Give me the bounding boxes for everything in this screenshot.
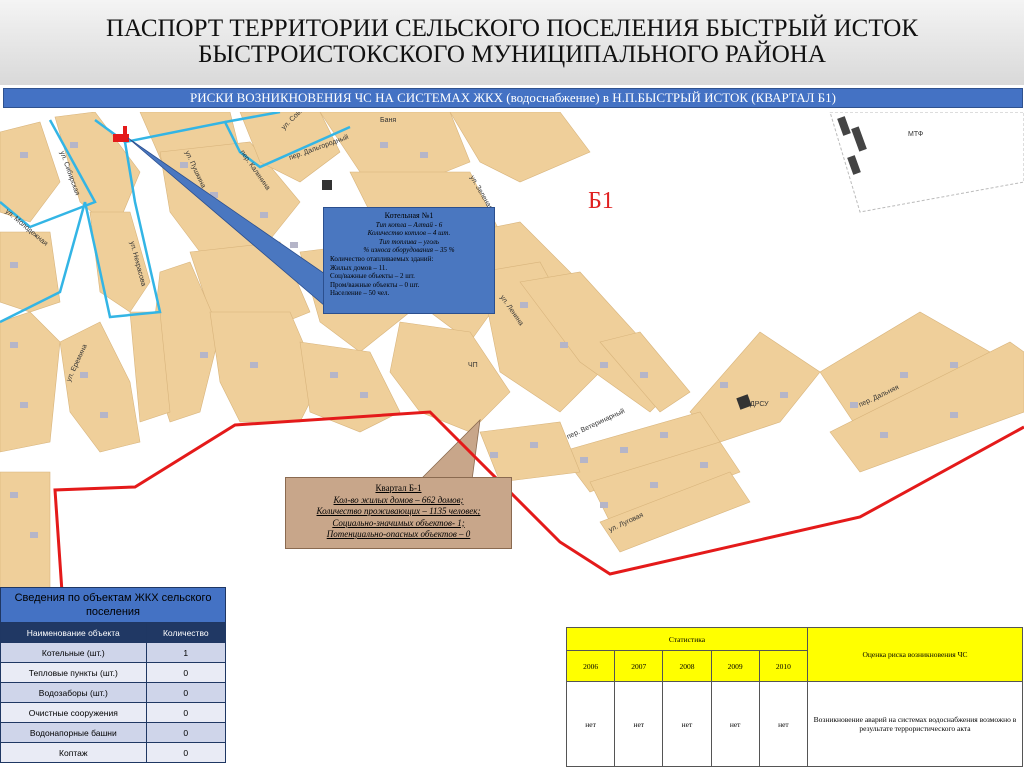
quarter-line: Потенциально-опасных объектов – 0 xyxy=(326,529,471,539)
statistics-header: Статистика xyxy=(566,627,808,651)
table-cell: 0 xyxy=(145,742,227,763)
table-row: Коптаж 0 xyxy=(0,742,227,763)
year-value: нет xyxy=(758,681,809,767)
boiler-line: Соц/важные объекты – 2 шт. xyxy=(330,272,415,281)
boiler-line: Количество котлов – 4 шт. xyxy=(367,229,451,238)
risk-header: Оценка риска возникновения ЧС xyxy=(807,627,1023,682)
boiler-line: Пром/важные объекты – 0 шт. xyxy=(330,280,420,289)
boiler-marker xyxy=(113,126,129,142)
table-row: Очистные сооружения 0 xyxy=(0,702,227,723)
boiler-line: Количество отапливаемых зданий: xyxy=(330,254,434,263)
subtitle: РИСКИ ВОЗНИКНОВЕНИЯ ЧС НА СИСТЕМАХ ЖКХ (… xyxy=(3,88,1023,108)
map-structure-marker xyxy=(322,180,332,190)
table-cell: Котельные (шт.) xyxy=(0,642,147,663)
drsu-structure-marker xyxy=(736,394,752,410)
mtf-structure xyxy=(829,112,1024,213)
header-bar: ПАСПОРТ ТЕРРИТОРИИ СЕЛЬСКОГО ПОСЕЛЕНИЯ Б… xyxy=(0,0,1024,85)
quarter-boundary-line xyxy=(53,410,1024,593)
quarter-info-callout: Квартал Б-1 Кол-во жилых домов – 662 дом… xyxy=(285,477,512,549)
year-header: 2006 xyxy=(565,650,616,682)
quarter-line: Социально-значимых объектов- 1; xyxy=(332,517,465,528)
risk-text: Возникновение аварий на системах водосна… xyxy=(807,681,1023,767)
table-row: Водонапорные башни 0 xyxy=(0,722,227,743)
table-cell: Водозаборы (шт.) xyxy=(0,682,147,703)
page-title: ПАСПОРТ ТЕРРИТОРИИ СЕЛЬСКОГО ПОСЕЛЕНИЯ Б… xyxy=(0,16,1024,68)
boiler-title: Котельная №1 xyxy=(384,211,434,220)
quarter-label: Б1 xyxy=(588,188,614,214)
table-cell: 0 xyxy=(145,722,227,743)
table-cell: 0 xyxy=(145,682,227,703)
table-cell: 0 xyxy=(145,702,227,723)
risk-assessment-table: Статистика Оценка риска возникновения ЧС… xyxy=(565,627,1023,767)
column-header: Наименование объекта xyxy=(0,622,147,643)
table-cell: Водонапорные башни xyxy=(0,722,147,743)
boiler-line: Тип котла – Алтай - 6 xyxy=(375,220,443,229)
map-label-drsu: ДРСУ xyxy=(750,401,769,408)
utilities-table-caption: Сведения по объектам ЖКХ сельского посел… xyxy=(0,587,226,623)
table-cell: 0 xyxy=(145,662,227,683)
year-header: 2008 xyxy=(662,650,712,682)
title-line-2: БЫСТРОИСТОКСКОГО МУНИЦИПАЛЬНОГО РАЙОНА xyxy=(198,41,826,68)
table-row: Водозаборы (шт.) 0 xyxy=(0,682,227,703)
year-value: нет xyxy=(614,681,664,767)
title-line-1: ПАСПОРТ ТЕРРИТОРИИ СЕЛЬСКОГО ПОСЕЛЕНИЯ Б… xyxy=(105,15,919,42)
year-header: 2007 xyxy=(614,650,664,682)
year-header: 2010 xyxy=(758,650,809,682)
year-value: нет xyxy=(662,681,712,767)
boiler-line: % износа оборудования – 35 % xyxy=(363,246,455,255)
table-row: Котельные (шт.) 1 xyxy=(0,642,227,663)
quarter-line: Кол-во жилых домов – 662 домов; xyxy=(333,494,464,505)
table-cell: 1 xyxy=(145,642,227,663)
column-header: Количество xyxy=(145,622,227,643)
roof-marks xyxy=(10,142,958,538)
boiler-line: Население – 50 чел. xyxy=(330,289,390,298)
boiler-line: Жилых домов – 11. xyxy=(330,263,388,272)
boiler-line: Тип топлива – уголь xyxy=(379,237,439,246)
map-label-mtf: МТФ xyxy=(908,131,923,138)
quarter-line: Количество проживающих – 1135 человек; xyxy=(316,506,481,516)
year-value: нет xyxy=(565,681,616,767)
boiler-info-callout: Котельная №1 Тип котла – Алтай - 6 Колич… xyxy=(323,207,495,314)
quarter-title: Квартал Б-1 xyxy=(375,483,422,493)
year-header: 2009 xyxy=(710,650,760,682)
table-row: Тепловые пункты (шт.) 0 xyxy=(0,662,227,683)
table-cell: Коптаж xyxy=(0,742,147,763)
map-label-chu: ЧП xyxy=(468,362,478,369)
subtitle-bar: РИСКИ ВОЗНИКНОВЕНИЯ ЧС НА СИСТЕМАХ ЖКХ (… xyxy=(0,86,1024,110)
table-cell: Очистные сооружения xyxy=(0,702,147,723)
table-cell: Тепловые пункты (шт.) xyxy=(0,662,147,683)
year-value: нет xyxy=(710,681,760,767)
utilities-table: Сведения по объектам ЖКХ сельского посел… xyxy=(0,587,227,763)
map-label-banya: Баня xyxy=(380,117,396,124)
